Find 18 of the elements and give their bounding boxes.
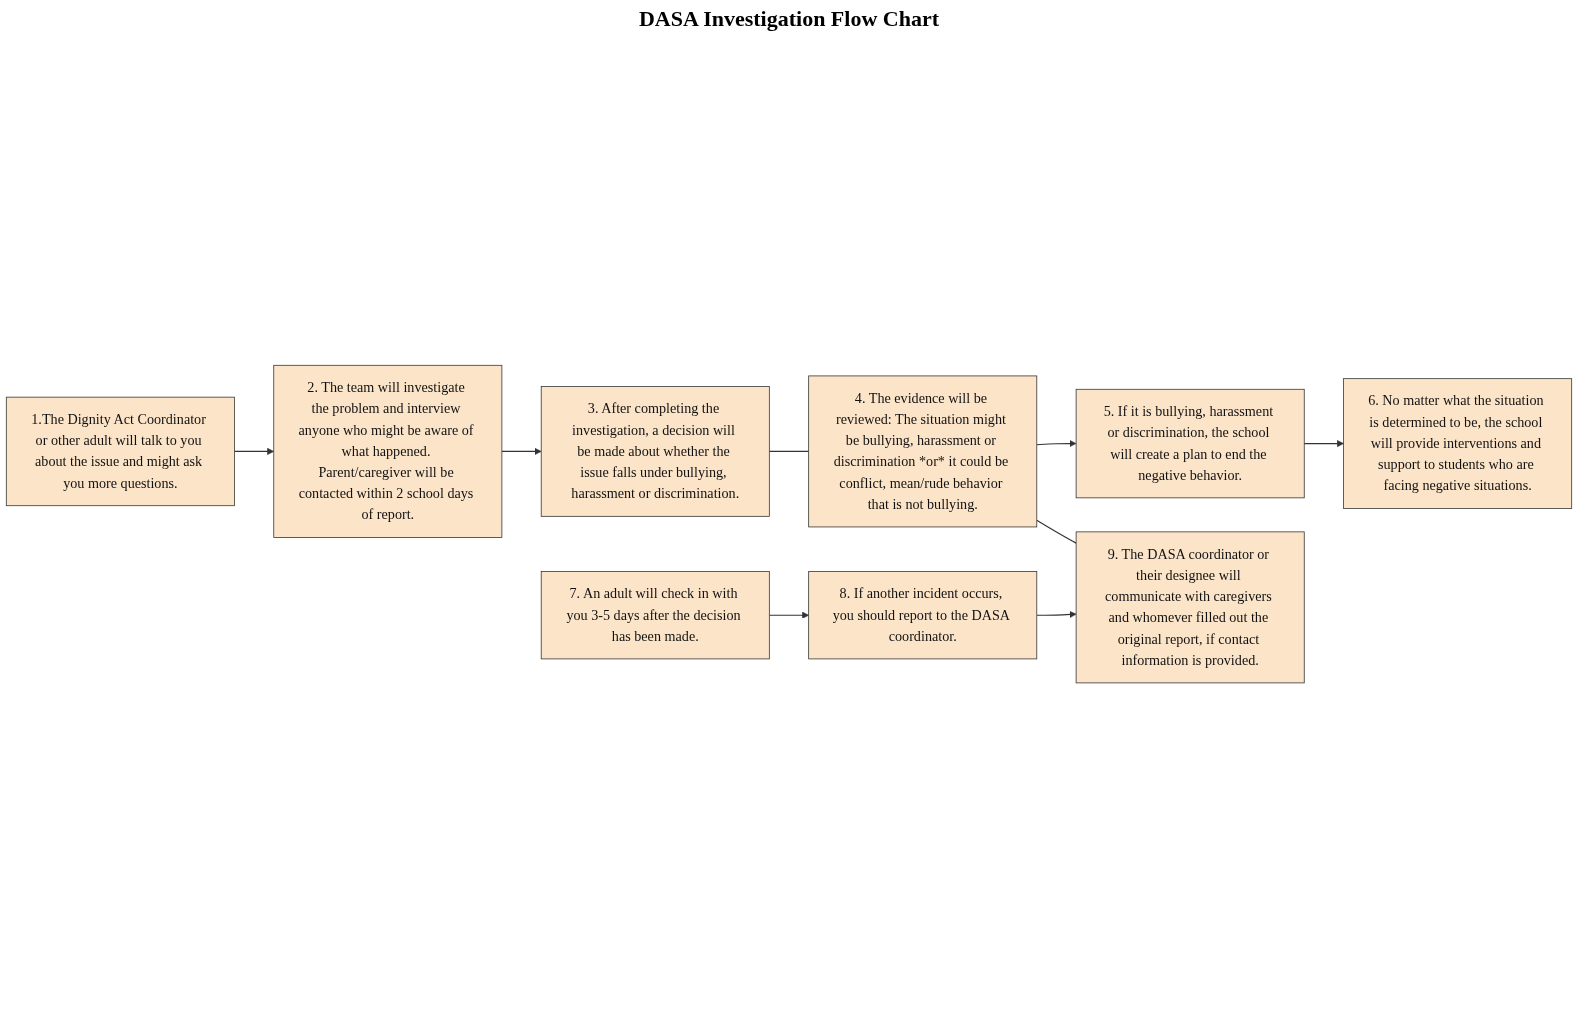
arrow [233,447,275,455]
node-box: 4. The evidence will be reviewed: The situation might be bullying, harassment or discrimination *or* it could be conflict, mean/rude behavior that is not bullying. [808,375,1038,528]
node-box: 3. After completing the investigation, a decision will be made about whether the issue falls under bullying, harassment or discrimination. [540,386,770,517]
node-box: 6. No matter what the situation is determined to be, the school will provide interventions and support to students who are facing negative situations. [1343,378,1573,509]
node-box: 8. If another incident occurs, you should report to the DASA coordinator. [808,571,1038,660]
arrow [1036,440,1077,447]
arrow [501,447,542,455]
node-box: 5. If it is bullying, harassment or discrimination, the school will create a plan to end the negative behavior. [1075,388,1305,499]
node-box: 1.The Dignity Act Coordinator or other adult will talk to you about the issue and might ask you more questions. [5,396,235,506]
node-box: 9. The DASA coordinator or their designee will communicate with caregivers and whomever filled out the original report, if contact information is provided. [1075,531,1305,684]
arrow [768,611,809,619]
arrow [1036,610,1077,618]
title: DASA Investigation Flow Chart [638,6,940,32]
node-box: 7. An adult will check in with you 3-5 days after the decision has been made. [540,571,770,660]
connector [1036,519,1077,544]
connector [768,450,810,452]
arrow [1303,440,1344,447]
node-box: 2. The team will investigate the problem and interview anyone who might be aware of what happened. Parent/caregiver will be contacted within 2 school days of report. [273,364,503,538]
